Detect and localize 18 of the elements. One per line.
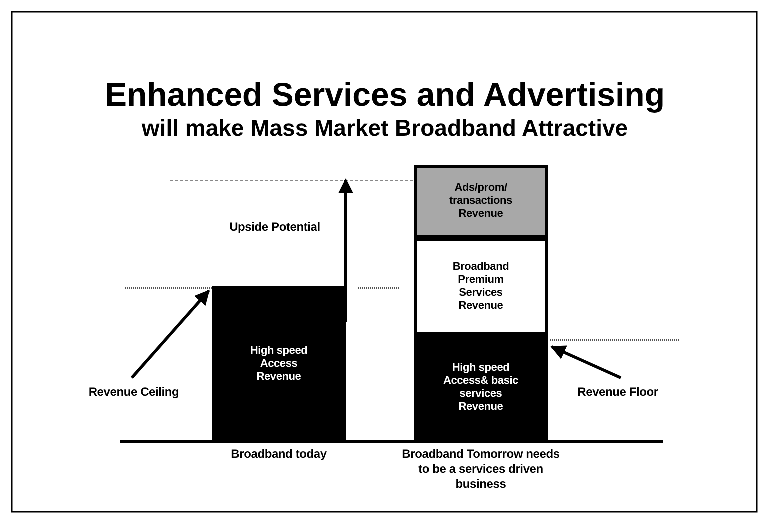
bar-label: Ads/prom/ transactions Revenue bbox=[448, 182, 514, 221]
revenue-bar bbox=[212, 286, 346, 442]
leader-arrow bbox=[550, 346, 622, 380]
bar-label: Broadband Premium Services Revenue bbox=[452, 260, 510, 312]
bar-caption: Broadband today bbox=[230, 447, 328, 462]
revenue-bar bbox=[414, 335, 548, 441]
annotation-text: Revenue Floor bbox=[578, 386, 658, 398]
bar-label: High speed Access& basic services Revenue bbox=[442, 362, 520, 414]
annotation-text: Revenue Ceiling bbox=[88, 386, 180, 398]
leader-arrow bbox=[130, 290, 210, 379]
upside-arrow bbox=[338, 178, 354, 322]
bar-caption: Broadband Tomorrow needs to be a services driven business bbox=[401, 447, 561, 492]
annotation-text: Upside Potential bbox=[228, 221, 322, 234]
revenue-bar-segment bbox=[414, 238, 548, 335]
subtitle: will make Mass Market Broadband Attractive bbox=[140, 114, 630, 142]
revenue-bar-segment bbox=[414, 165, 548, 238]
title: Enhanced Services and Advertising bbox=[104, 76, 666, 114]
bar-label: High speed Access Revenue bbox=[249, 344, 309, 384]
